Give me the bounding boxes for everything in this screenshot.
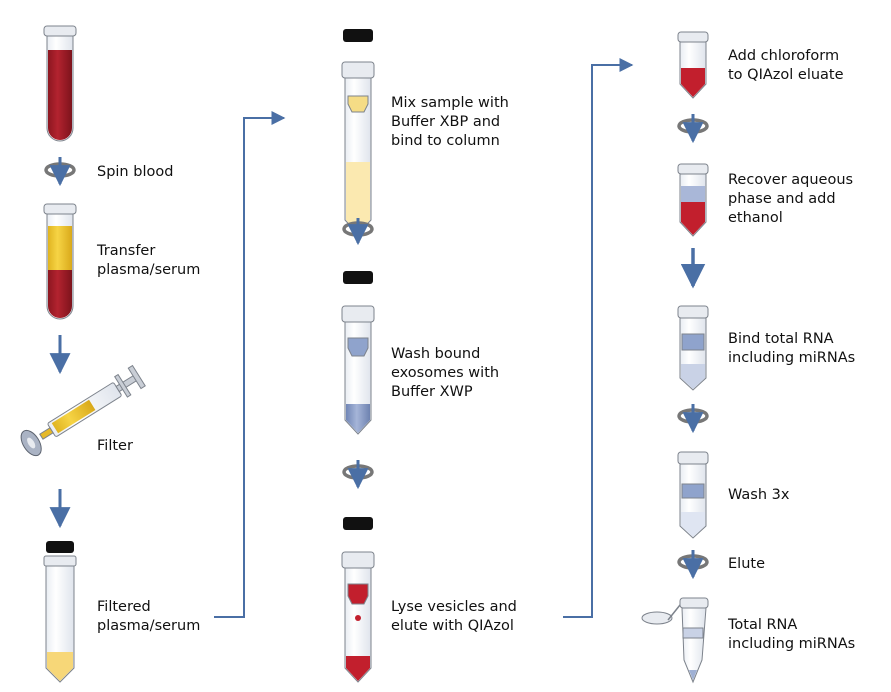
filtered-tube-icon <box>43 541 77 683</box>
step-label-elute: Elute <box>728 556 765 572</box>
spin-icon <box>44 157 76 187</box>
syringe-filter-icon <box>20 364 146 457</box>
spin-icon <box>677 404 709 434</box>
step-label-recover-aqueous: Recover aqueous phase and add ethanol <box>728 172 854 226</box>
mini-column-icon <box>677 451 709 539</box>
spin-column-icon <box>341 551 375 683</box>
plasma-tube-icon <box>43 203 77 320</box>
step-label-total-rna: Total RNA including miRNAs <box>728 617 856 652</box>
connector-arrow <box>214 111 286 618</box>
step-label-filter: Filter <box>97 438 133 454</box>
step-label-lyse-vesicles: Lyse vesicles and elute with QIAzol <box>391 599 517 634</box>
mini-column-icon <box>677 305 709 391</box>
step-label-wash-3x: Wash 3x <box>728 487 790 503</box>
step-label-add-chloroform: Add chloroform to QIAzol eluate <box>728 48 844 83</box>
cap-icon <box>343 517 373 530</box>
collection-tube-icon <box>677 163 709 237</box>
step-label-spin-blood: Spin blood <box>97 164 174 180</box>
step-label-wash-bound: Wash bound exosomes with Buffer XWP <box>391 346 500 400</box>
cap-icon <box>343 29 373 42</box>
cap-icon <box>343 271 373 284</box>
step-label-transfer-plasma: Transfer plasma/serum <box>97 243 201 278</box>
collection-tube-icon <box>677 31 709 99</box>
spin-icon <box>677 114 709 144</box>
spin-icon <box>677 550 709 580</box>
spin-column-icon <box>341 305 375 435</box>
connector-arrow <box>563 58 634 618</box>
blood-tube-icon <box>43 25 77 142</box>
open-column-icon <box>641 597 709 684</box>
spin-icon <box>342 460 374 490</box>
spin-icon <box>342 218 374 246</box>
step-label-bind-total-rna: Bind total RNA including miRNAs <box>728 331 856 366</box>
step-label-mix-sample: Mix sample with Buffer XBP and bind to c… <box>391 95 509 149</box>
step-label-filtered-plasma: Filtered plasma/serum <box>97 599 201 634</box>
spin-column-icon <box>341 61 375 235</box>
